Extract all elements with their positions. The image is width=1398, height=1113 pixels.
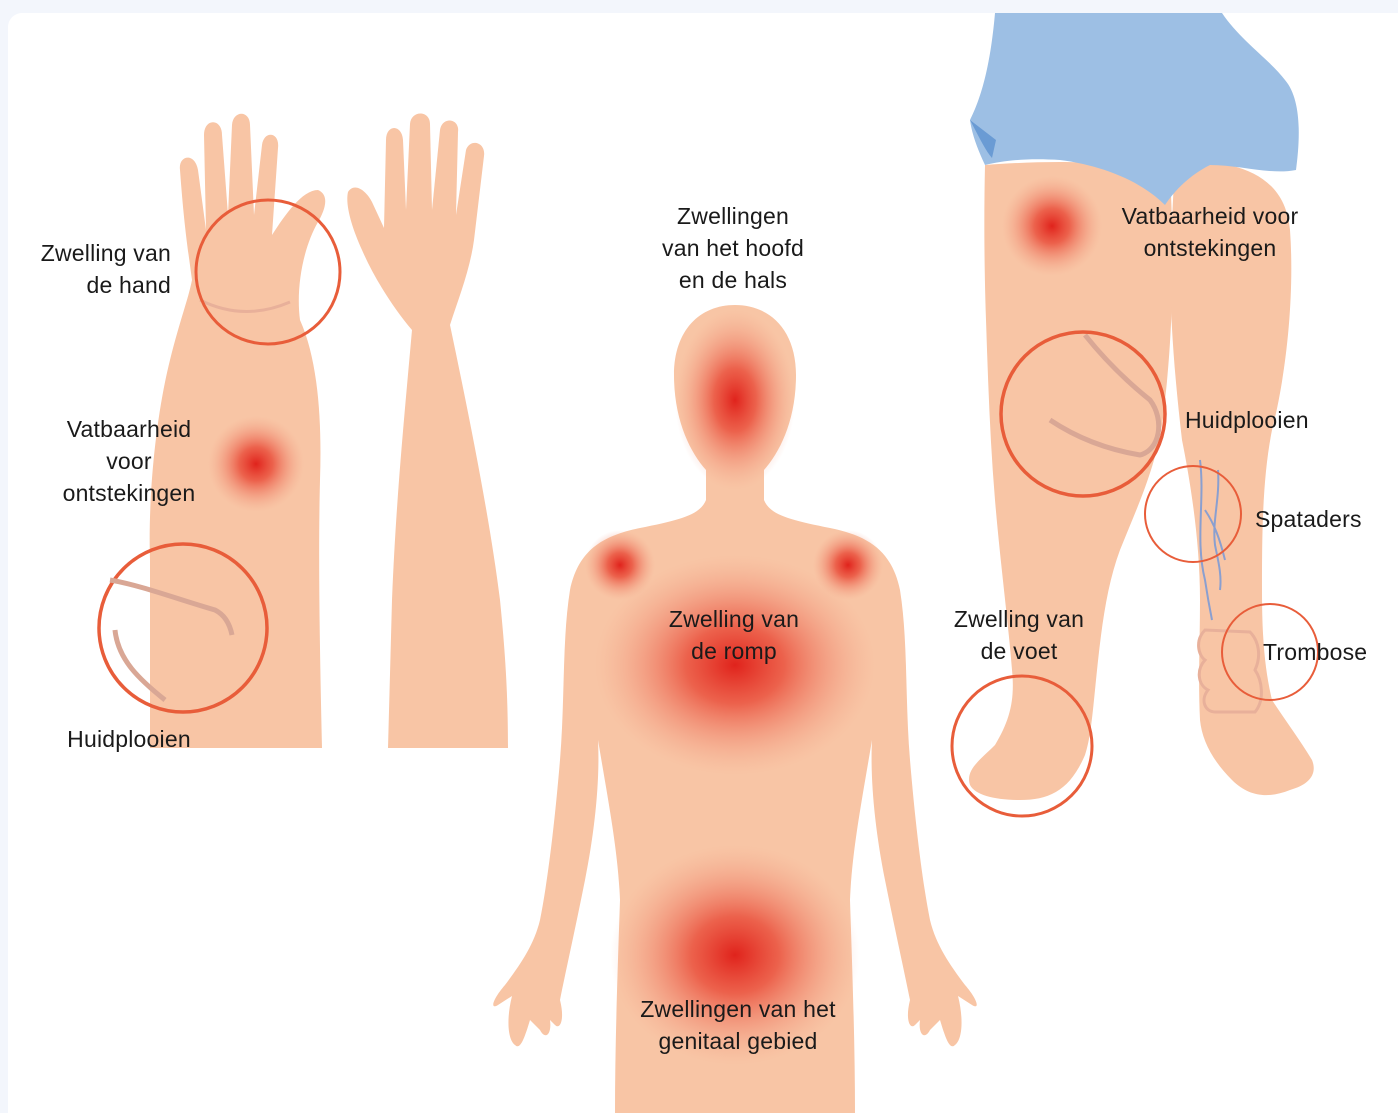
label-arm-infection: Vatbaarheid voor ontstekingen <box>63 413 196 509</box>
hotspot-thigh <box>1002 176 1102 276</box>
label-head-neck-line2: van het hoofd <box>662 232 804 264</box>
label-varicose-veins: Spataders <box>1255 503 1362 535</box>
label-head-neck-line1: Zwellingen <box>662 200 804 232</box>
label-trunk-line2: de romp <box>669 635 799 667</box>
label-leg-infection-line2: ontstekingen <box>1122 232 1299 264</box>
label-hand-swelling-line1: Zwelling van <box>41 237 171 269</box>
label-hand-swelling-line2: de hand <box>41 269 171 301</box>
arm-right-illustration <box>347 114 508 749</box>
label-arm-infection-line3: ontstekingen <box>63 477 196 509</box>
hotspot-arm <box>208 416 304 512</box>
label-hand-swelling: Zwelling van de hand <box>41 237 171 301</box>
label-arm-skinfolds: Huidplooien <box>67 723 191 755</box>
label-arm-skinfolds-text: Huidplooien <box>67 723 191 755</box>
hotspot-head <box>675 310 795 490</box>
label-arm-infection-line1: Vatbaarheid <box>63 413 196 445</box>
label-trunk-swelling: Zwelling van de romp <box>669 603 799 667</box>
label-leg-skinfolds-text: Huidplooien <box>1185 404 1309 436</box>
label-leg-infection: Vatbaarheid voor ontstekingen <box>1122 200 1299 264</box>
label-arm-infection-line2: voor <box>63 445 196 477</box>
label-genital-line1: Zwellingen van het <box>640 993 835 1025</box>
label-foot-line2: de voet <box>954 635 1084 667</box>
label-leg-skinfolds: Huidplooien <box>1185 404 1309 436</box>
label-trunk-line1: Zwelling van <box>669 603 799 635</box>
label-varicose-text: Spataders <box>1255 503 1362 535</box>
label-foot-line1: Zwelling van <box>954 603 1084 635</box>
label-foot-swelling: Zwelling van de voet <box>954 603 1084 667</box>
label-leg-infection-line1: Vatbaarheid voor <box>1122 200 1299 232</box>
label-head-neck-line3: en de hals <box>662 264 804 296</box>
label-thrombosis-text: Trombose <box>1263 636 1367 668</box>
label-genital-line2: genitaal gebied <box>640 1025 835 1057</box>
label-thrombosis: Trombose <box>1263 636 1367 668</box>
label-genital-swelling: Zwellingen van het genitaal gebied <box>640 993 835 1057</box>
label-head-neck-swelling: Zwellingen van het hoofd en de hals <box>662 200 804 296</box>
